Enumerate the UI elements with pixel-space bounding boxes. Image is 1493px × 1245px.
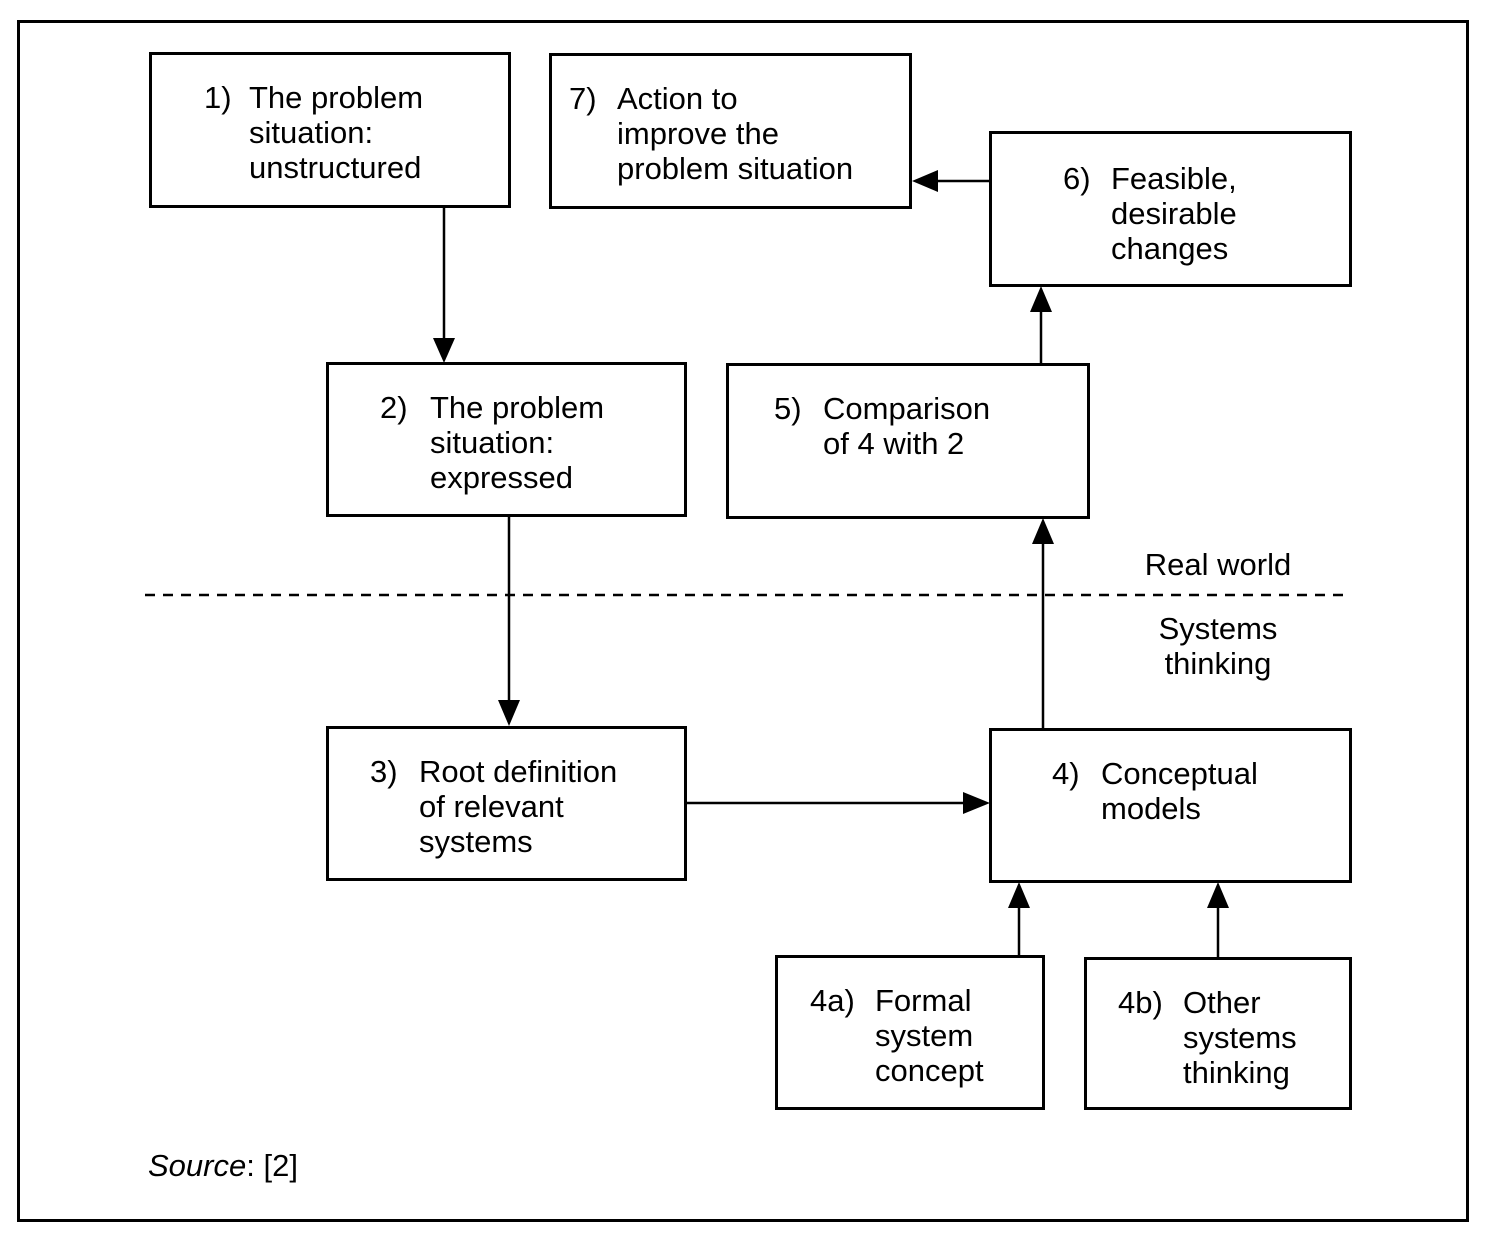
box-1-number: 1) xyxy=(204,80,232,115)
box-1-line: The problem xyxy=(249,80,424,115)
box-4b-other-systems-thinking: 4b) Other systems thinking xyxy=(1084,957,1352,1110)
box-4-text: Conceptual models xyxy=(1101,756,1258,826)
box-5-comparison: 5) Comparison of 4 with 2 xyxy=(726,363,1090,519)
box-1-line: situation: xyxy=(249,115,374,150)
box-4b-line: thinking xyxy=(1183,1055,1290,1090)
box-7-text: Action to improve the problem situation xyxy=(617,81,853,186)
box-4b-line: Other xyxy=(1183,985,1261,1020)
systems-thinking-label: Systems thinking xyxy=(1120,611,1316,681)
diagram-frame xyxy=(17,20,1469,1222)
box-3-line: systems xyxy=(419,824,533,859)
real-world-label: Real world xyxy=(1120,547,1316,582)
box-7-line: improve the xyxy=(617,116,779,151)
box-4b-text: Other systems thinking xyxy=(1183,985,1297,1090)
box-4-number: 4) xyxy=(1052,756,1080,791)
box-5-line: of 4 with 2 xyxy=(823,426,965,461)
box-2-text: The problem situation: expressed xyxy=(430,390,604,495)
box-6-line: changes xyxy=(1111,231,1229,266)
source-note: Source: [2] xyxy=(148,1148,298,1183)
box-5-text: Comparison of 4 with 2 xyxy=(823,391,990,461)
box-6-line: Feasible, xyxy=(1111,161,1237,196)
box-7-number: 7) xyxy=(569,81,597,116)
box-4a-text: Formal system concept xyxy=(875,983,984,1088)
box-4a-number: 4a) xyxy=(810,983,855,1018)
box-6-number: 6) xyxy=(1063,161,1091,196)
box-4a-formal-system-concept: 4a) Formal system concept xyxy=(775,955,1045,1110)
box-1-text: The problem situation: unstructured xyxy=(249,80,423,185)
box-4-line: models xyxy=(1101,791,1201,826)
box-3-number: 3) xyxy=(370,754,398,789)
box-4b-number: 4b) xyxy=(1118,985,1163,1020)
systems-thinking-line: Systems xyxy=(1158,611,1278,646)
box-6-text: Feasible, desirable changes xyxy=(1111,161,1237,266)
box-4a-line: Formal xyxy=(875,983,972,1018)
real-world-label-text: Real world xyxy=(1144,547,1292,582)
box-7-action-to-improve: 7) Action to improve the problem situati… xyxy=(549,53,912,209)
box-2-problem-expressed: 2) The problem situation: expressed xyxy=(326,362,687,517)
box-7-line: Action to xyxy=(617,81,738,116)
box-2-number: 2) xyxy=(380,390,408,425)
box-5-number: 5) xyxy=(774,391,802,426)
box-2-line: situation: xyxy=(430,425,555,460)
box-6-line: desirable xyxy=(1111,196,1237,231)
box-3-text: Root definition of relevant systems xyxy=(419,754,617,859)
box-4a-line: concept xyxy=(875,1053,984,1088)
box-4a-line: system xyxy=(875,1018,974,1053)
box-2-line: expressed xyxy=(430,460,574,495)
box-6-feasible-changes: 6) Feasible, desirable changes xyxy=(989,131,1352,287)
box-4-line: Conceptual xyxy=(1101,756,1258,791)
box-3-line: Root definition xyxy=(419,754,618,789)
source-label: Source xyxy=(148,1148,247,1183)
box-1-problem-unstructured: 1) The problem situation: unstructured xyxy=(149,52,511,208)
box-4-conceptual-models: 4) Conceptual models xyxy=(989,728,1352,883)
box-5-line: Comparison xyxy=(823,391,991,426)
box-7-line: problem situation xyxy=(617,151,854,186)
box-3-line: of relevant xyxy=(419,789,564,824)
source-ref: : [2] xyxy=(246,1148,298,1183)
systems-thinking-line: thinking xyxy=(1164,646,1272,681)
box-2-line: The problem xyxy=(430,390,605,425)
box-3-root-definition: 3) Root definition of relevant systems xyxy=(326,726,687,881)
box-1-line: unstructured xyxy=(249,150,422,185)
box-4b-line: systems xyxy=(1183,1020,1297,1055)
